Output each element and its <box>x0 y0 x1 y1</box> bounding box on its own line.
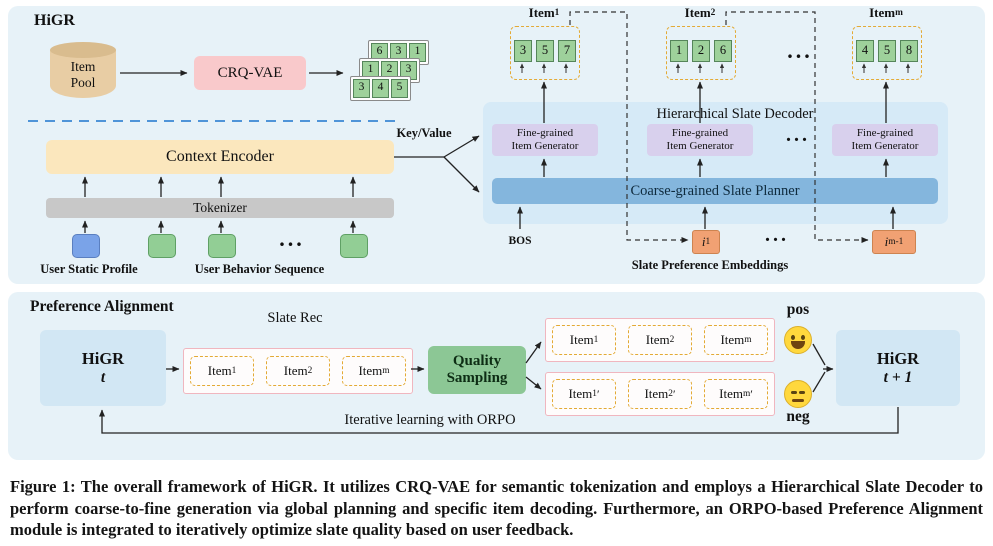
coarse-grained-planner-bar: Coarse-grained Slate Planner <box>492 178 938 204</box>
item-pool-cylinder-top <box>50 42 116 58</box>
fine-grained-generator-box: Fine-grained Item Generator <box>492 124 598 156</box>
code-cell: 8 <box>900 40 918 62</box>
laughing-face-icon <box>784 326 812 354</box>
code-cell: 4 <box>856 40 874 62</box>
crq-vae-box: CRQ-VAE <box>194 56 306 90</box>
behavior-token <box>148 234 176 258</box>
code-cell: 1 <box>670 40 688 62</box>
slate-rec-box <box>183 348 413 394</box>
decoder-title: Hierarchical Slate Decoder <box>656 106 814 122</box>
user-behavior-sequence-label: User Behavior Sequence <box>194 262 325 276</box>
behavior-token <box>208 234 236 258</box>
slate-rec-label: Slate Rec <box>267 310 323 326</box>
fine-grained-generator-box: Fine-grained Item Generator <box>647 124 753 156</box>
behavior-token <box>340 234 368 258</box>
input-ellipsis: ... <box>765 224 789 246</box>
code-cell: 7 <box>558 40 576 62</box>
tokenizer-box: Tokenizer <box>46 198 394 218</box>
code-cell: 2 <box>692 40 710 62</box>
preference-alignment-title: Preference Alignment <box>30 298 174 315</box>
item-pool-cylinder-body <box>50 50 116 98</box>
fine-grained-generator-box: Fine-grained Item Generator <box>832 124 938 156</box>
higr-title: HiGR <box>34 12 75 29</box>
item-output-ellipsis: ... <box>787 38 813 63</box>
orpo-loop-label: Iterative learning with ORPO <box>344 412 516 428</box>
higr-t-box: HiGR t <box>40 330 166 406</box>
key-value-label: Key/Value <box>396 126 452 140</box>
figure-caption: Figure 1: The overall framework of HiGR.… <box>10 477 983 540</box>
code-cell: 5 <box>536 40 554 62</box>
code-cell: 5 <box>878 40 896 62</box>
code-cell: 6 <box>714 40 732 62</box>
user-static-token <box>72 234 100 258</box>
neg-label: neg <box>786 408 810 425</box>
code-cell: 3 <box>514 40 532 62</box>
higr-t1-box: HiGR t + 1 <box>836 330 960 406</box>
context-encoder-box: Context Encoder <box>46 140 394 174</box>
pos-label: pos <box>786 301 810 318</box>
behavior-ellipsis: ... <box>279 226 305 251</box>
slate-preference-embeddings-label: Slate Preference Embeddings <box>631 258 789 272</box>
generator-ellipsis: ... <box>786 124 810 146</box>
item-pool-label: Item Pool <box>70 59 96 90</box>
quality-sampling-box: Quality Sampling <box>428 346 526 394</box>
user-static-profile-label: User Static Profile <box>40 262 138 276</box>
unamused-face-icon <box>784 380 812 408</box>
bos-token: BOS <box>500 230 542 254</box>
